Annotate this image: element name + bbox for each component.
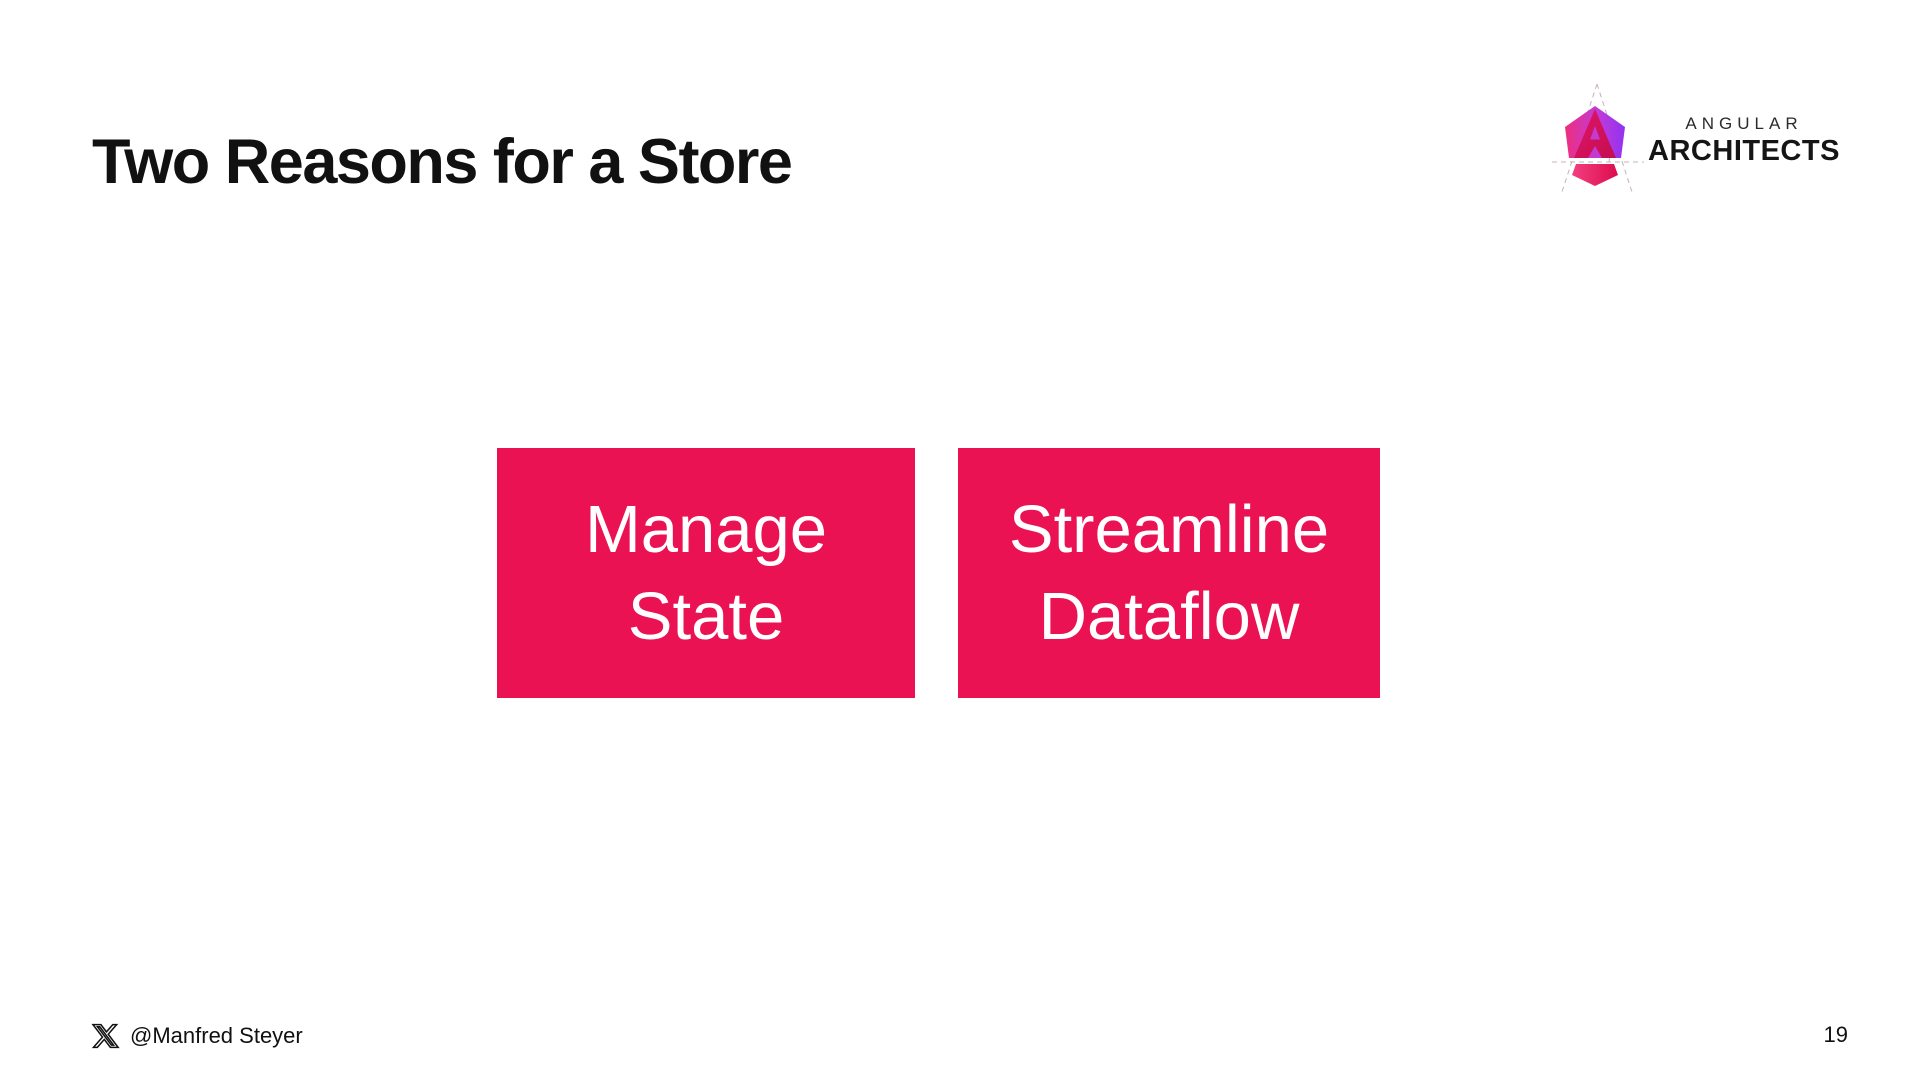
footer-handle: @Manfred Steyer	[130, 1023, 303, 1048]
page-number: 19	[1823, 1022, 1848, 1047]
reason-box-label: Streamline Dataflow	[1008, 491, 1330, 654]
angular-architects-logo: ANGULAR ARCHITECTS	[1552, 82, 1852, 200]
logo-wordmark: ANGULAR ARCHITECTS	[1638, 114, 1850, 168]
x-social-icon	[91, 1023, 120, 1049]
logo-wordmark-architects: ARCHITECTS	[1648, 135, 1840, 167]
footer-author: @Manfred Steyer	[90, 1022, 303, 1050]
angular-architects-emblem-icon	[1552, 83, 1644, 196]
logo-wordmark-angular: ANGULAR	[1685, 114, 1803, 133]
reason-box-streamline-dataflow: Streamline Dataflow	[958, 448, 1380, 698]
slide-title: Two Reasons for a Store	[92, 127, 793, 197]
reason-box-manage-state: Manage State	[497, 448, 915, 698]
reason-box-label: Manage State	[584, 491, 828, 654]
